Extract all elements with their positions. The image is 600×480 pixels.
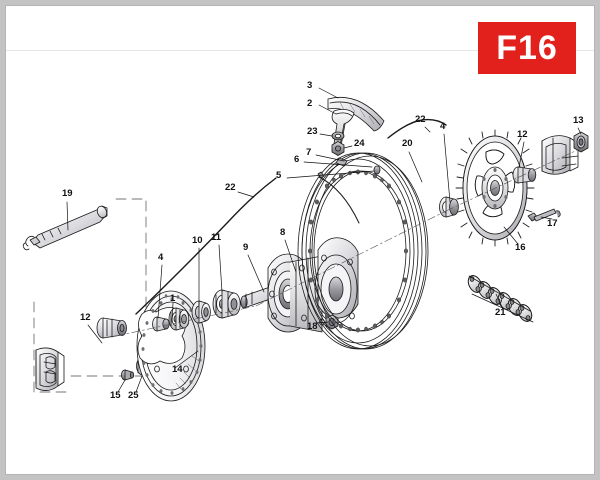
callout-10: 10 [192, 235, 203, 246]
callout-22-left: 22 [225, 182, 236, 193]
callout-14: 14 [172, 364, 183, 375]
callout-6: 6 [294, 154, 300, 165]
callout-2: 2 [307, 98, 313, 109]
callout-11: 11 [211, 232, 222, 243]
callout-18: 18 [307, 321, 318, 332]
callout-24: 24 [354, 138, 365, 149]
callout-3: 3 [307, 80, 313, 91]
callout-4-right: 4 [440, 121, 446, 132]
callout-12-left: 12 [80, 312, 91, 323]
header-separator-line [6, 50, 594, 51]
callout-25: 25 [128, 390, 139, 401]
callout-19: 19 [62, 188, 73, 199]
callout-16: 16 [515, 242, 526, 253]
callout-17: 17 [547, 218, 558, 229]
callout-13: 13 [573, 115, 584, 126]
callout-20: 20 [402, 138, 413, 149]
callout-22-right: 22 [415, 114, 426, 125]
parts-diagram-artwork [22, 87, 589, 402]
callout-4-left: 4 [158, 252, 164, 263]
callout-12-right: 12 [517, 129, 528, 140]
callout-5: 5 [276, 170, 282, 181]
figure-badge: F16 [478, 22, 576, 74]
callout-21: 21 [495, 307, 506, 318]
callout-7: 7 [306, 147, 312, 158]
diagram-frame: F16 [6, 6, 594, 474]
callout-15: 15 [110, 390, 121, 401]
callout-23: 23 [307, 126, 318, 137]
callout-8: 8 [280, 227, 286, 238]
callout-1: 1 [170, 293, 176, 304]
callout-9: 9 [243, 242, 249, 253]
